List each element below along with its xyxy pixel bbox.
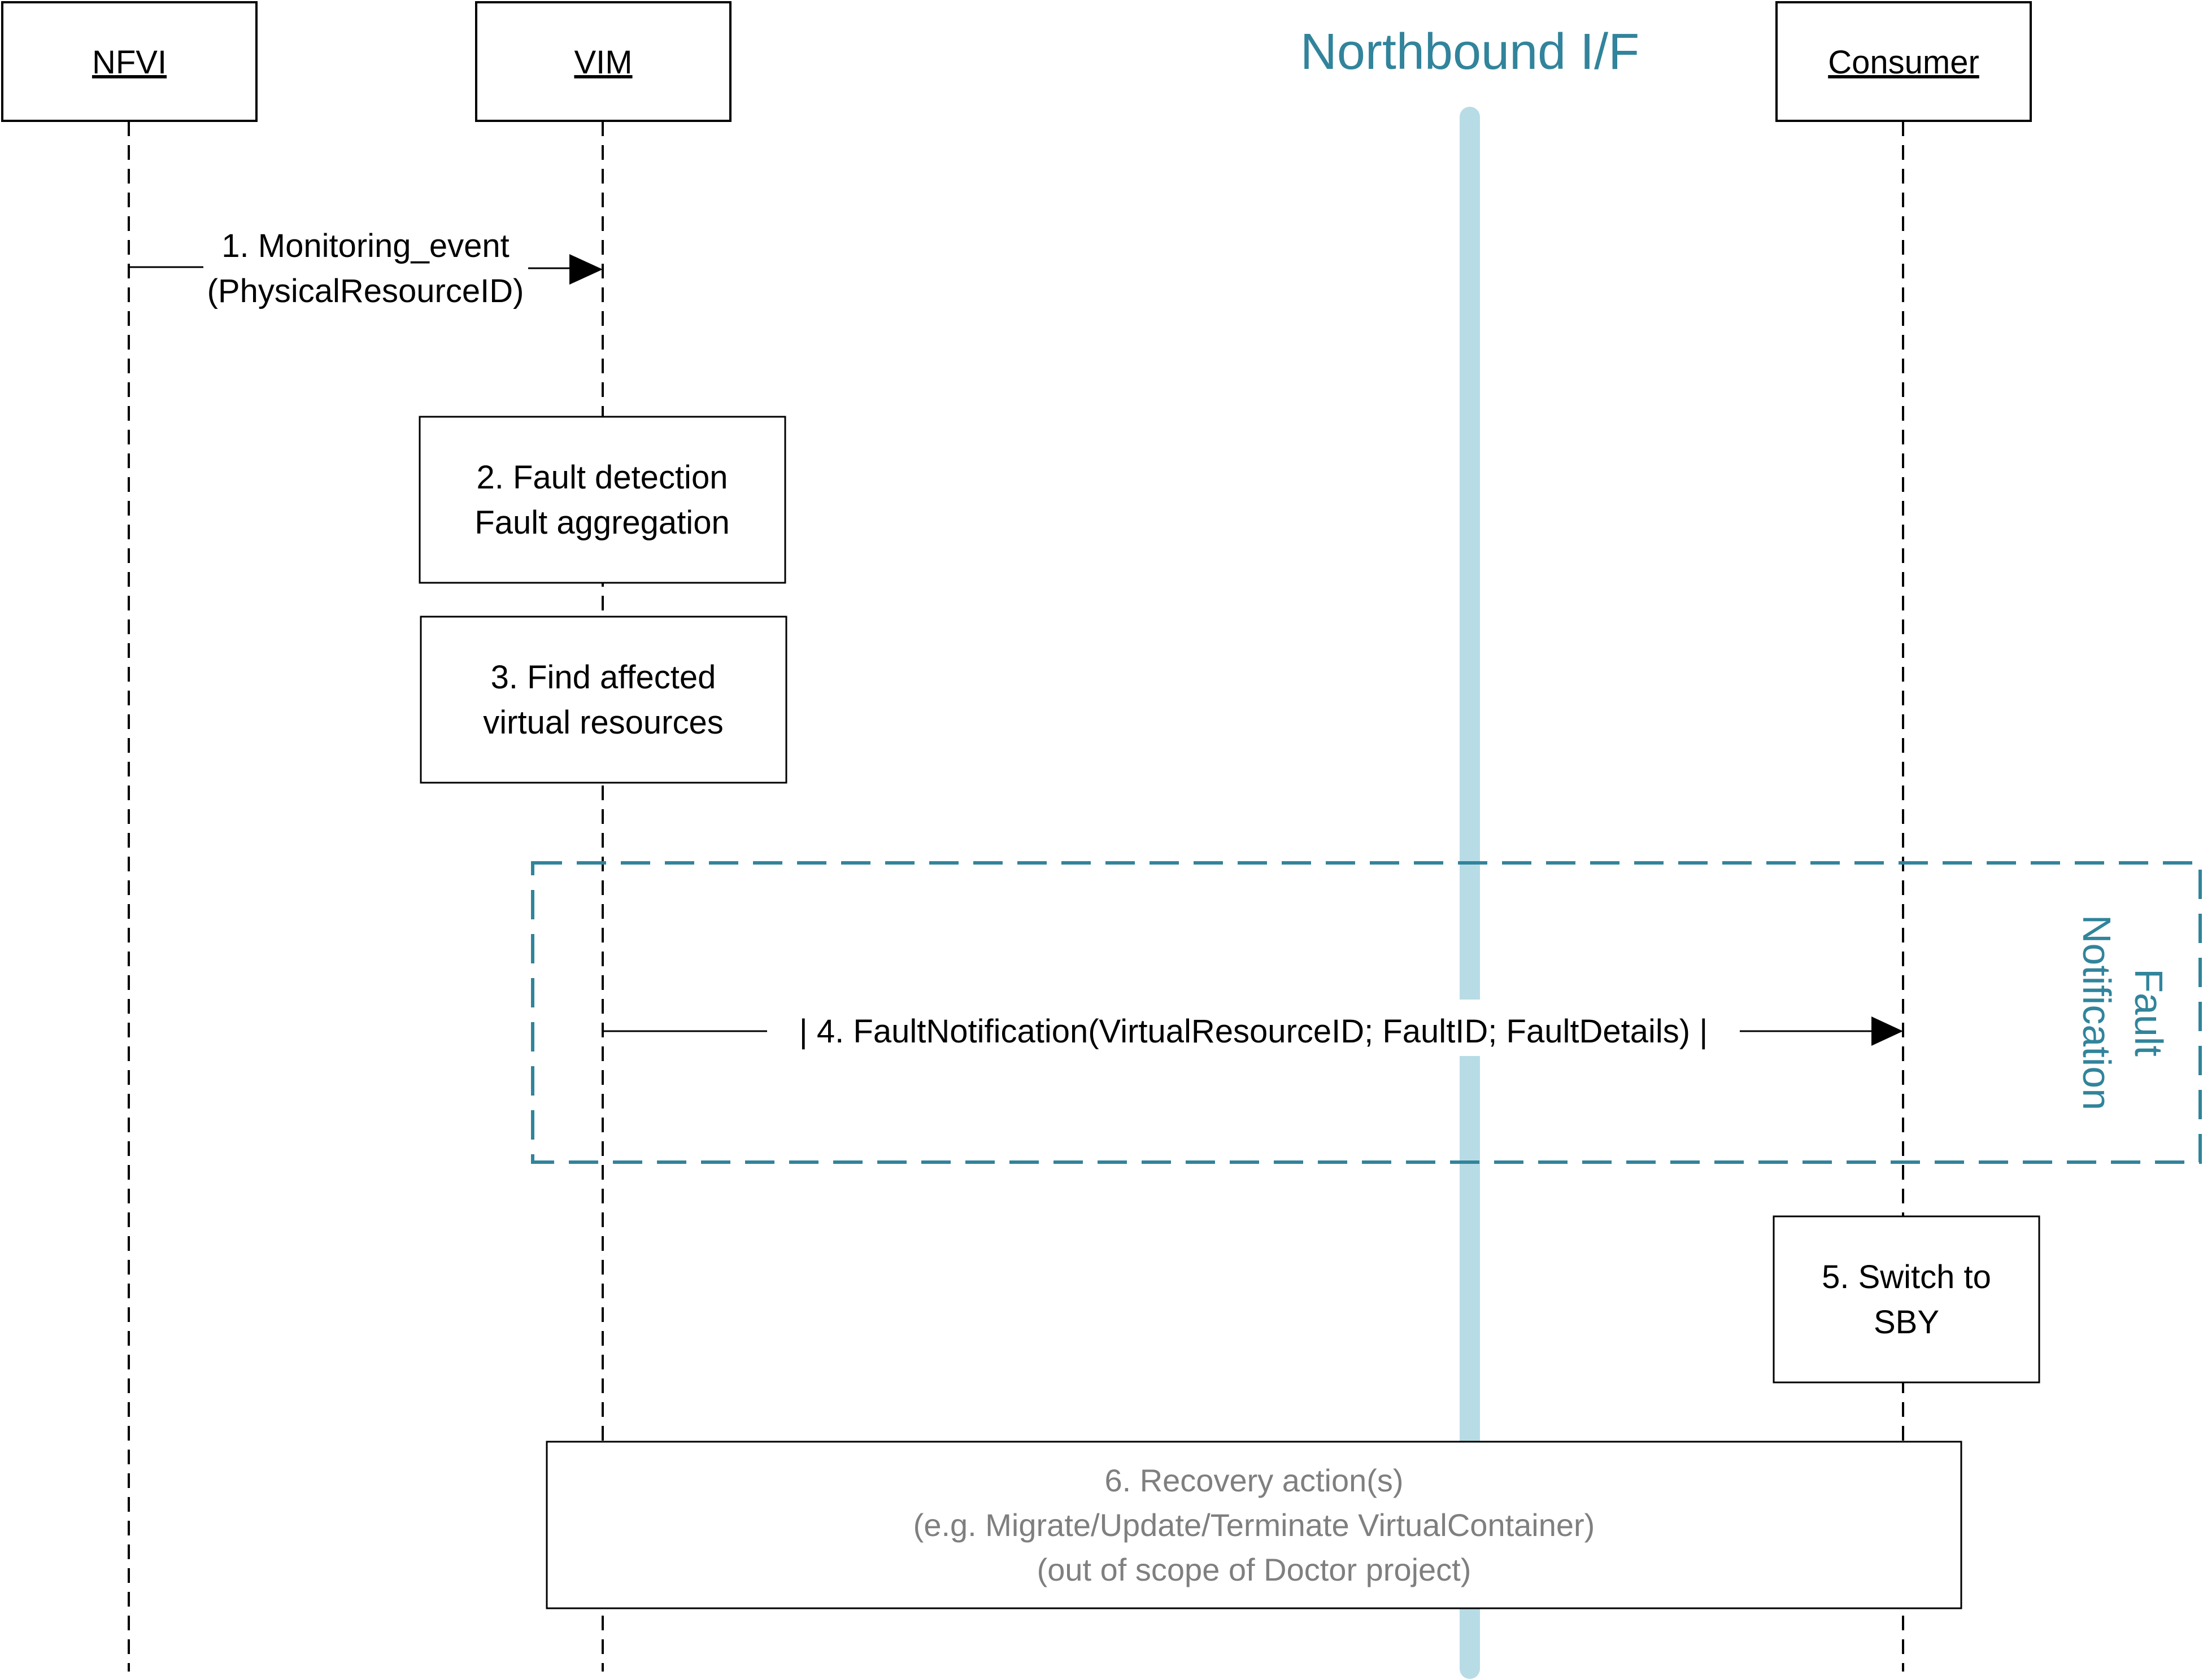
fault-frame-label: Fault — [2127, 968, 2171, 1057]
step-switch-sby: 5. Switch to SBY — [1773, 1215, 2040, 1384]
actor-nfvi: NFVI — [1, 1, 258, 122]
step-recovery: 6. Recovery action(s) (e.g. Migrate/Upda… — [546, 1441, 1962, 1609]
actor-label: NFVI — [92, 44, 167, 81]
step-label: virtual resources — [483, 704, 723, 741]
actor-vim: VIM — [475, 1, 732, 122]
step-label: 2. Fault detection — [477, 459, 728, 496]
arrowhead-icon — [1871, 1016, 1903, 1046]
message-label: 1. Monitoring_event — [221, 228, 509, 264]
fault-frame-label: Notification — [2075, 915, 2119, 1110]
message-label: (PhysicalResourceID) — [207, 273, 524, 309]
message-monitoring-event: 1. Monitoring_event (PhysicalResourceID) — [129, 226, 603, 316]
step-fault-detection: 2. Fault detection Fault aggregation — [419, 416, 786, 584]
step-label: Fault aggregation — [474, 504, 729, 541]
arrowhead-icon — [569, 254, 603, 285]
step-find-affected: 3. Find affected virtual resources — [420, 616, 787, 784]
northbound-interface-title: Northbound I/F — [1300, 24, 1639, 80]
recovery-label: (e.g. Migrate/Update/Terminate VirtualCo… — [913, 1507, 1595, 1543]
step-label: 5. Switch to — [1822, 1259, 1991, 1295]
step-label: 3. Find affected — [491, 659, 716, 696]
actor-consumer: Consumer — [1775, 1, 2032, 122]
fault-notification-frame: Fault Notification — [531, 861, 2202, 1164]
message-fault-notification: | 4. FaultNotification(VirtualResourceID… — [603, 1000, 1903, 1056]
actor-label: Consumer — [1828, 44, 1979, 81]
message-label: | 4. FaultNotification(VirtualResourceID… — [799, 1013, 1708, 1050]
recovery-label: 6. Recovery action(s) — [1104, 1463, 1403, 1498]
actor-label: VIM — [574, 44, 632, 81]
recovery-label: (out of scope of Doctor project) — [1037, 1552, 1471, 1587]
step-label: SBY — [1874, 1304, 1939, 1341]
